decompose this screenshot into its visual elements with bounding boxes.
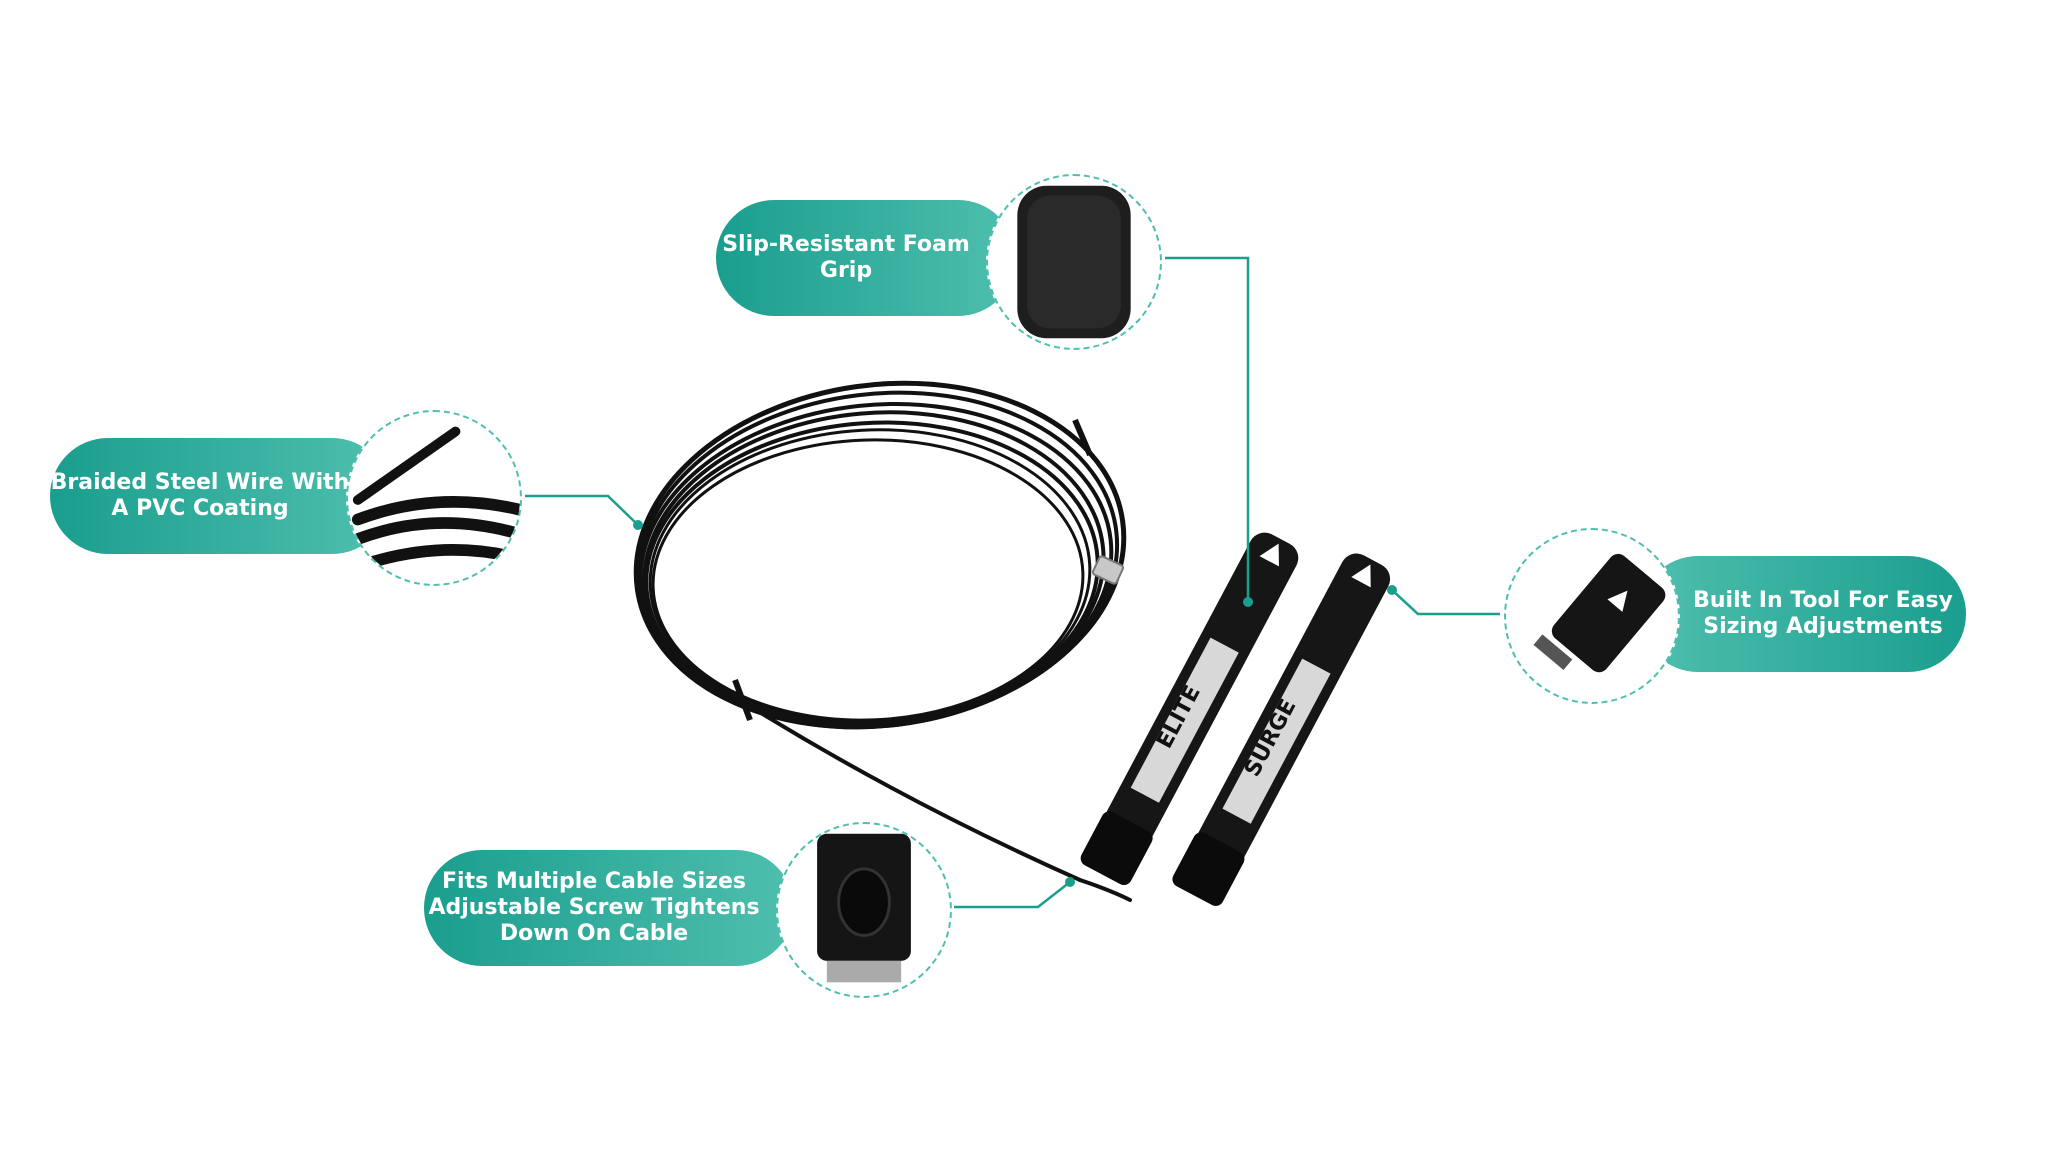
callout-built-in-tool-line1: Built In Tool For Easy [1693, 588, 1953, 613]
callout-built-in-tool-line2: Sizing Adjustments [1703, 614, 1943, 639]
callout-foam-grip-line1: Slip-Resistant Foam [722, 232, 970, 257]
callout-steel-wire: Braided Steel Wire With A PVC Coating [50, 438, 390, 554]
connector-lines [525, 256, 1500, 909]
callout-cable-sizes-line2: Adjustable Screw Tightens [428, 895, 760, 920]
cable-ties [732, 418, 1093, 722]
callout-steel-wire-line2: A PVC Coating [111, 496, 289, 521]
coiled-cable [633, 380, 1132, 902]
foam-grip-closeup-icon [986, 174, 1162, 350]
callout-cable-sizes-line1: Fits Multiple Cable Sizes [442, 869, 746, 894]
connector-dots [633, 520, 1397, 887]
callout-foam-grip-line2: Grip [819, 258, 873, 283]
handle-end-closeup-icon [776, 822, 952, 998]
callout-cable-sizes: Fits Multiple Cable Sizes Adjustable Scr… [424, 850, 794, 966]
cable-end-cap [1091, 555, 1125, 585]
wire-closeup-icon [346, 410, 522, 586]
callout-cable-sizes-line3: Down On Cable [499, 921, 689, 946]
callout-built-in-tool: Built In Tool For Easy Sizing Adjustment… [1640, 556, 1966, 672]
handle-left: ELITE [1080, 532, 1299, 886]
callout-steel-wire-line1: Braided Steel Wire With [50, 470, 350, 495]
tool-closeup-icon [1504, 528, 1680, 704]
callout-foam-grip: Slip-Resistant Foam Grip [716, 200, 1016, 316]
